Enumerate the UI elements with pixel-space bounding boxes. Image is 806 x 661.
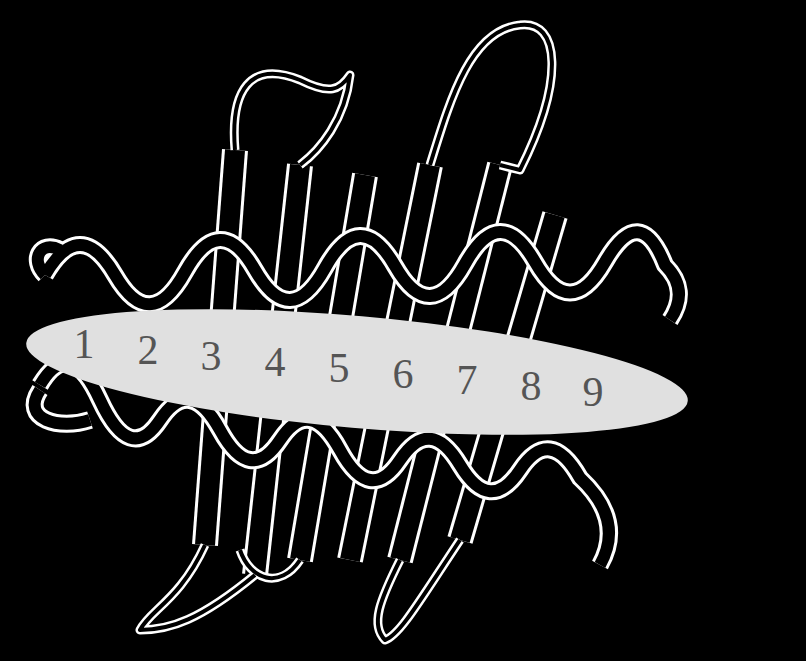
position-number: 3 xyxy=(201,335,222,377)
position-number: 9 xyxy=(583,371,604,413)
position-number: 4 xyxy=(265,341,286,383)
position-number: 5 xyxy=(329,347,350,389)
binding-groove-ellipse: 123456789 xyxy=(22,298,692,446)
position-number: 1 xyxy=(74,323,95,365)
position-number: 8 xyxy=(521,365,542,407)
position-number: 2 xyxy=(138,329,159,371)
position-number: 6 xyxy=(393,353,414,395)
position-number: 7 xyxy=(457,359,478,401)
